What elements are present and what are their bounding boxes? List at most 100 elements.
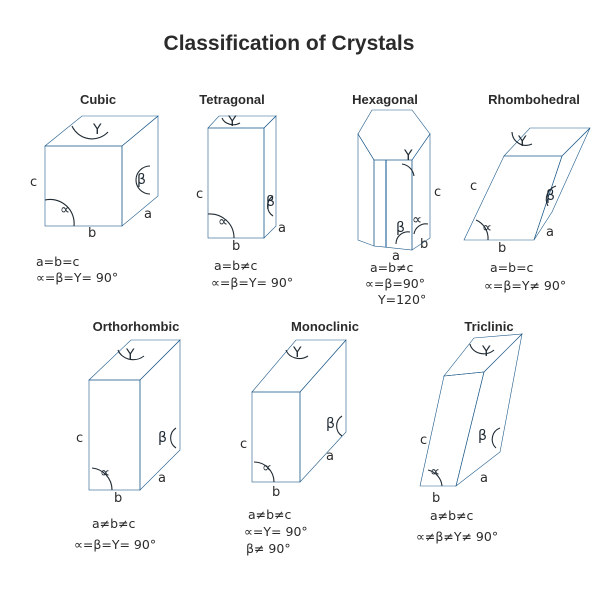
- orthorhombic-edge-b: b: [114, 491, 122, 506]
- rhombohedral-edge-a: a: [546, 225, 554, 240]
- crystal-name-tetragonal: Tetragonal: [199, 92, 265, 107]
- monoclinic-property-1: a≠b≠c: [248, 507, 292, 522]
- page-title: Classification of Crystals: [164, 32, 415, 55]
- rhombohedral-property-1: a=b=c: [490, 260, 534, 275]
- tetragonal-edge-a: a: [278, 221, 286, 236]
- triclinic-beta-arc: [491, 427, 501, 449]
- hexagonal-left-face: [357, 132, 375, 247]
- hexagonal-property-3: Y=120°: [377, 292, 426, 307]
- cubic-property-1: a=b=c: [36, 254, 80, 269]
- tetragonal-alpha-arc: [207, 213, 235, 239]
- monoclinic-edge-b: b: [272, 485, 280, 500]
- tetragonal-alpha-label: ∝: [218, 214, 228, 230]
- rhombohedral-side-face: [533, 127, 591, 241]
- crystal-monoclinic: Monoclinic ∝ Y β c b a a≠b≠c ∝=Y= 90° β≠…: [240, 319, 359, 556]
- cubic-edge-a: a: [144, 207, 152, 222]
- hexagonal-alpha-label: ∝: [412, 212, 422, 228]
- crystal-rhombohedral: Rhombohedral ∝ Y β c b a a=b=c ∝=β=Y≠ 90…: [463, 92, 591, 293]
- hexagonal-property-1: a=b≠c: [370, 260, 414, 275]
- triclinic-property-2: ∝≠β≠Y≠ 90°: [416, 529, 498, 544]
- orthorhombic-gamma-arc: [117, 349, 145, 361]
- monoclinic-gamma-label: Y: [292, 345, 302, 361]
- cubic-gamma-label: Y: [92, 122, 102, 138]
- cubic-front-face: [44, 145, 123, 227]
- crystal-name-rhombohedral: Rhombohedral: [488, 92, 580, 107]
- crystal-cubic: Cubic ∝ Y β c b a a=b=c ∝=β=Y= 90°: [30, 92, 159, 285]
- orthorhombic-gamma-label: Y: [125, 347, 135, 363]
- tetragonal-property-1: a=b≠c: [214, 258, 258, 273]
- hexagonal-edge-a: a: [392, 249, 400, 264]
- tetragonal-edge-c: c: [196, 187, 203, 202]
- triclinic-beta-label: β: [478, 428, 487, 444]
- cubic-edge-b: b: [88, 226, 96, 241]
- hexagonal-alpha-arc: [413, 223, 429, 235]
- triclinic-edge-a: a: [480, 471, 488, 486]
- cubic-beta-label: β: [137, 172, 146, 188]
- hexagonal-beta-label: β: [396, 220, 405, 236]
- orthorhombic-beta-arc: [170, 427, 177, 449]
- tetragonal-gamma-label: Y: [227, 114, 237, 130]
- orthorhombic-beta-label: β: [158, 430, 167, 446]
- monoclinic-property-2: ∝=Y= 90°: [244, 524, 308, 539]
- cubic-gamma-arc: [71, 125, 109, 140]
- cubic-alpha-arc: [44, 198, 75, 227]
- hexagonal-property-2: ∝=β=90°: [365, 276, 425, 291]
- cubic-alpha-label: ∝: [60, 202, 70, 218]
- orthorhombic-alpha-label: ∝: [100, 465, 110, 481]
- triclinic-edge-c: c: [420, 433, 427, 448]
- monoclinic-front-face: [251, 391, 301, 483]
- hexagonal-beta-arc: [395, 231, 411, 245]
- orthorhombic-property-2: ∝=β=Y= 90°: [74, 537, 156, 552]
- rhombohedral-edge-c: c: [470, 179, 477, 194]
- triclinic-alpha-label: ∝: [430, 464, 440, 480]
- cubic-edge-c: c: [30, 175, 37, 190]
- monoclinic-property-3: β≠ 90°: [246, 541, 291, 556]
- hexagonal-edge-c: c: [434, 185, 441, 200]
- crystal-hexagonal: Hexagonal β ∝ Y c b a a=b≠c ∝=β=90° Y=12…: [352, 92, 441, 307]
- crystal-name-monoclinic: Monoclinic: [291, 319, 359, 334]
- crystal-orthorhombic: Orthorhombic ∝ Y β c b a a≠b≠c ∝=β=Y= 90…: [74, 319, 181, 552]
- tetragonal-gamma-arc: [221, 117, 241, 126]
- rhombohedral-alpha-label: ∝: [482, 220, 492, 236]
- rhombohedral-beta-label: β: [546, 188, 555, 204]
- triclinic-edge-b: b: [432, 491, 440, 506]
- hexagonal-top-face: [357, 109, 431, 161]
- rhombohedral-edge-b: b: [498, 241, 506, 256]
- crystal-triclinic: Triclinic ∝ Y β c b a a≠b≠c ∝≠β≠Y≠ 90°: [416, 319, 523, 544]
- hexagonal-gamma-label: Y: [403, 148, 413, 164]
- monoclinic-edge-c: c: [240, 437, 247, 452]
- crystal-tetragonal: Tetragonal ∝ Y β c b a a=b≠c ∝=β=Y= 90°: [196, 92, 293, 290]
- rhombohedral-front-face: [463, 155, 563, 241]
- orthorhombic-side-face: [139, 339, 181, 491]
- hexagonal-edge-b: b: [420, 237, 428, 252]
- orthorhombic-property-1: a≠b≠c: [92, 516, 136, 531]
- tetragonal-beta-arc: [267, 195, 274, 217]
- tetragonal-side-face: [263, 115, 277, 239]
- triclinic-property-1: a≠b≠c: [430, 508, 474, 523]
- orthorhombic-edge-a: a: [158, 471, 166, 486]
- monoclinic-side-face: [299, 339, 347, 483]
- rhombohedral-beta-arc: [545, 185, 557, 207]
- cubic-property-2: ∝=β=Y= 90°: [36, 270, 118, 285]
- crystal-name-orthorhombic: Orthorhombic: [93, 319, 180, 334]
- monoclinic-alpha-arc: [253, 461, 275, 483]
- crystal-name-hexagonal: Hexagonal: [352, 92, 418, 107]
- monoclinic-gamma-arc: [285, 349, 309, 360]
- tetragonal-property-2: ∝=β=Y= 90°: [211, 275, 293, 290]
- orthorhombic-alpha-arc: [91, 467, 113, 491]
- triclinic-front-face: [419, 371, 485, 487]
- triclinic-alpha-arc: [427, 469, 443, 487]
- rhombohedral-alpha-arc: [475, 219, 489, 241]
- monoclinic-beta-label: β: [326, 416, 335, 432]
- hexagonal-gamma-arc: [401, 163, 415, 177]
- hexagonal-front-face: [373, 159, 413, 251]
- orthorhombic-edge-c: c: [76, 431, 83, 446]
- rhombohedral-gamma-label: Y: [517, 134, 527, 150]
- orthorhombic-front-face: [88, 379, 141, 491]
- tetragonal-edge-b: b: [232, 239, 240, 254]
- triclinic-gamma-label: Y: [481, 344, 491, 360]
- monoclinic-alpha-label: ∝: [262, 460, 272, 476]
- crystal-name-triclinic: Triclinic: [464, 319, 513, 334]
